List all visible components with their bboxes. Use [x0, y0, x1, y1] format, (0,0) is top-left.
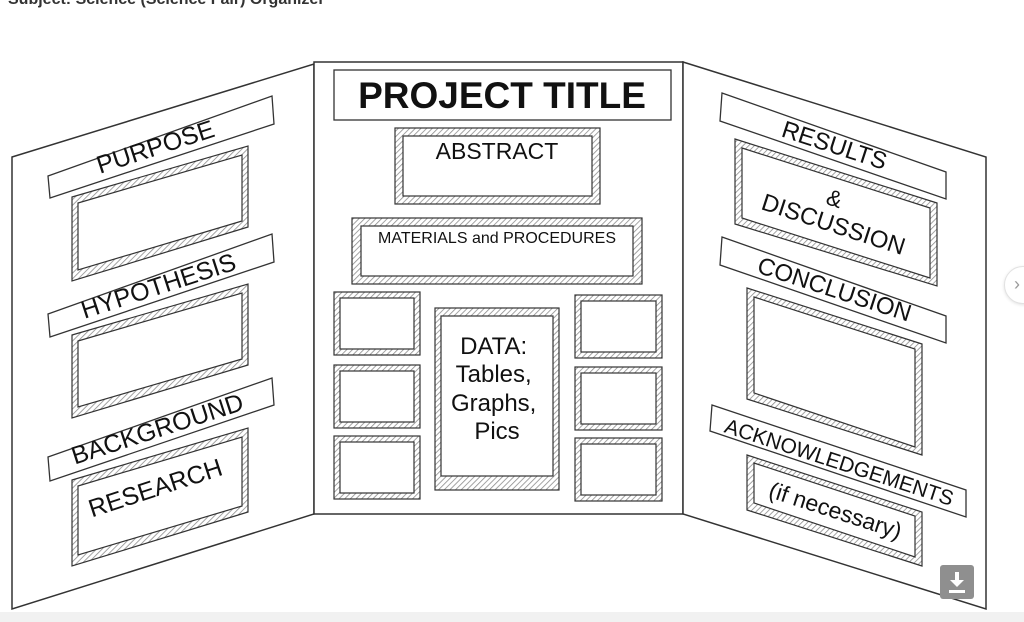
results-label-box — [719, 92, 947, 200]
data-box-left-1-inner — [339, 297, 415, 350]
abstract-label: ABSTRACT — [436, 138, 559, 164]
download-button[interactable] — [940, 565, 974, 599]
data-line-1: DATA: — [460, 333, 527, 360]
materials-label: MATERIALS and PROCEDURES — [378, 230, 616, 247]
project-title: PROJECT TITLE — [358, 75, 646, 116]
data-box-left-2-inner — [339, 370, 415, 423]
purpose-frame-inner — [77, 154, 243, 271]
data-line-4: Pics — [474, 418, 519, 445]
research-frame-inner — [77, 436, 243, 556]
data-label: DATA: Tables, Graphs, Pics — [451, 333, 543, 445]
data-line-3: Graphs, — [451, 390, 536, 417]
materials-frame-inner — [360, 225, 634, 277]
chevron-right-icon: › — [1014, 274, 1020, 294]
bottom-bar — [0, 612, 1024, 622]
discussion-frame-inner — [741, 147, 931, 279]
abstract-frame-inner — [402, 135, 593, 197]
conclusion-label-box — [719, 236, 947, 344]
download-icon — [949, 572, 965, 593]
acknowledgements-label-box — [709, 404, 967, 518]
hypothesis-frame-inner — [77, 292, 243, 408]
hypothesis-label-box — [47, 233, 275, 338]
ampersand-label: & — [823, 184, 846, 213]
background-label-box — [47, 377, 275, 482]
if-necessary-frame-inner — [753, 462, 916, 558]
data-frame-inner — [440, 315, 554, 477]
data-box-left-3-inner — [339, 441, 415, 494]
data-line-2: Tables, — [456, 361, 532, 388]
data-box-right-1-inner — [580, 300, 657, 353]
purpose-label-box — [47, 95, 275, 199]
page-caption: Subject: Science (Science Fair) Organize… — [8, 0, 325, 9]
data-box-right-2-inner — [580, 372, 657, 425]
data-box-right-3-inner — [580, 443, 657, 496]
conclusion-frame-inner — [753, 296, 916, 448]
project-title-box — [333, 69, 672, 121]
